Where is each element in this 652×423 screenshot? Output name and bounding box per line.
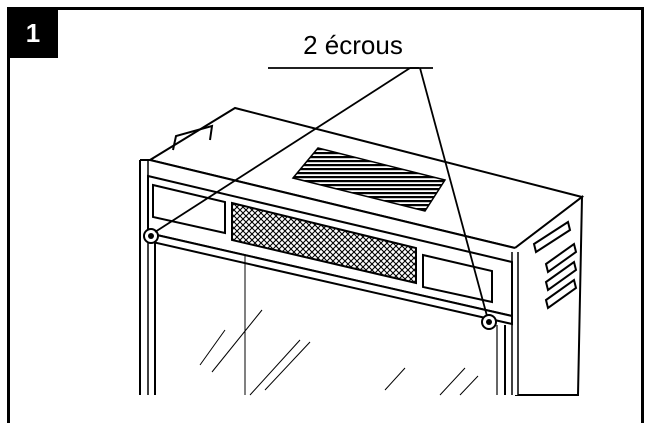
leader-line-right — [419, 67, 488, 317]
unit-side-panel — [514, 194, 584, 396]
mesh-panel — [231, 201, 417, 285]
nuts-callout-label: 2 écrous — [303, 30, 403, 60]
side-vents — [532, 220, 578, 310]
nut-left — [143, 228, 159, 244]
rear-tab — [172, 124, 214, 151]
step-number-badge: 1 — [8, 8, 58, 58]
right-trim-window — [422, 253, 493, 304]
glass-reflections — [199, 255, 479, 396]
nut-right — [481, 314, 497, 330]
leader-line-left — [154, 67, 411, 233]
top-vent-grille — [291, 147, 447, 212]
